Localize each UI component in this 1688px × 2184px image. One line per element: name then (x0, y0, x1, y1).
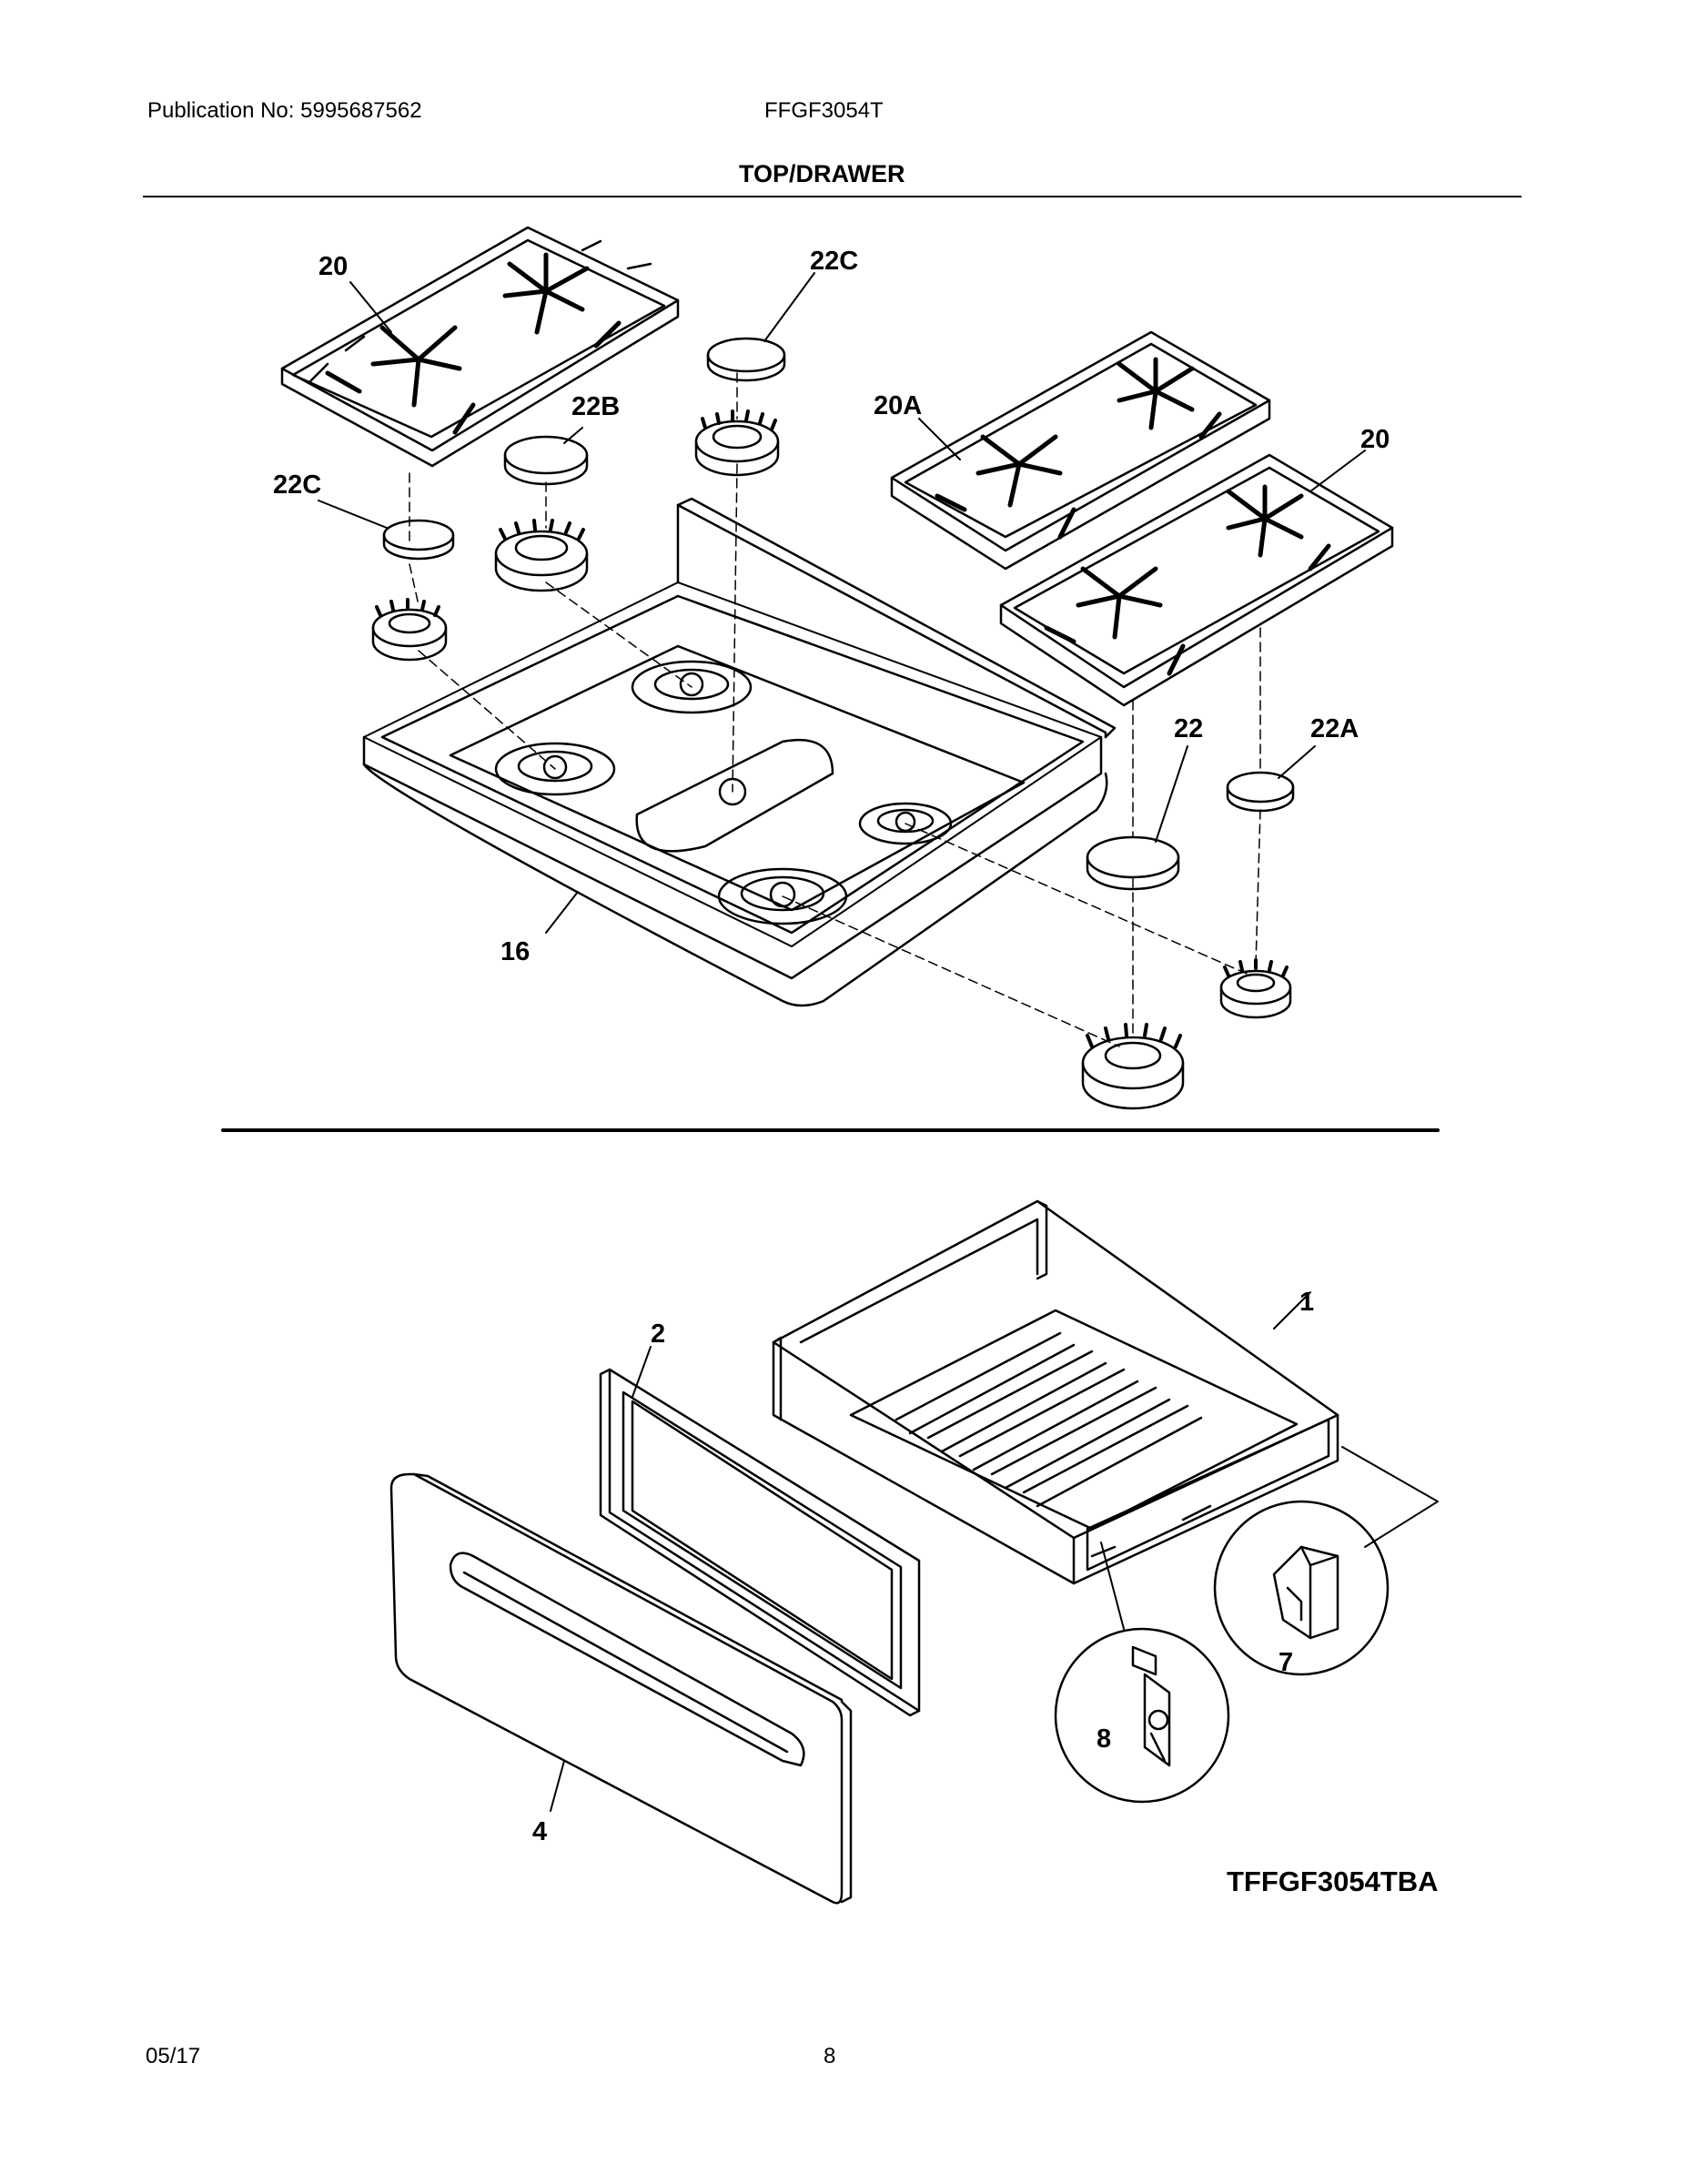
burner-cap-top (706, 337, 786, 382)
roller-detail (1054, 1627, 1230, 1804)
clip-detail (1213, 1500, 1390, 1676)
callout-cap-small: 22A (1310, 714, 1359, 743)
burner-base-small (1219, 958, 1292, 1019)
callout-drawer-liner: 2 (651, 1320, 665, 1349)
callout-drawer-front: 4 (532, 1817, 547, 1846)
page-number: 8 (824, 2044, 836, 2068)
publication-number: Publication No: 5995687562 (147, 98, 422, 123)
grate-center (890, 330, 1271, 571)
diagram-code: TFFGF3054TBA (1227, 1866, 1439, 1897)
callout-cap-mid: 22B (571, 392, 620, 421)
callout-grate-center: 20A (874, 391, 922, 420)
callout-cap-top: 22C (810, 247, 858, 276)
grate-right (999, 453, 1394, 707)
callout-clip: 7 (1279, 1648, 1293, 1677)
callout-grate-right: 20 (1360, 425, 1390, 454)
footer-date: 05/17 (146, 2044, 201, 2068)
burner-cap-left (382, 519, 455, 561)
callout-drawer-body: 1 (1299, 1288, 1314, 1317)
burner-base-mid (494, 519, 589, 592)
callout-roller: 8 (1097, 1724, 1111, 1754)
drawer-body (772, 1199, 1339, 1585)
model-number: FFGF3054T (764, 98, 884, 123)
section-title: TOP/DRAWER (739, 160, 905, 187)
drawer-front (389, 1472, 853, 1905)
header-rule (143, 196, 1521, 197)
burner-cap-small (1226, 771, 1295, 813)
burner-base-top (694, 410, 780, 477)
callout-cap-left: 22C (273, 470, 321, 500)
callout-cooktop: 16 (500, 937, 530, 966)
burner-base-large (1081, 1023, 1185, 1110)
drawer-liner (599, 1368, 921, 1717)
callout-grate-left: 20 (318, 252, 348, 281)
burner-cap-mid (503, 435, 589, 486)
cooktop-tray (362, 497, 1117, 1007)
burner-base-left (371, 598, 448, 662)
callout-cap-large: 22 (1174, 714, 1203, 743)
grate-left (280, 226, 680, 468)
